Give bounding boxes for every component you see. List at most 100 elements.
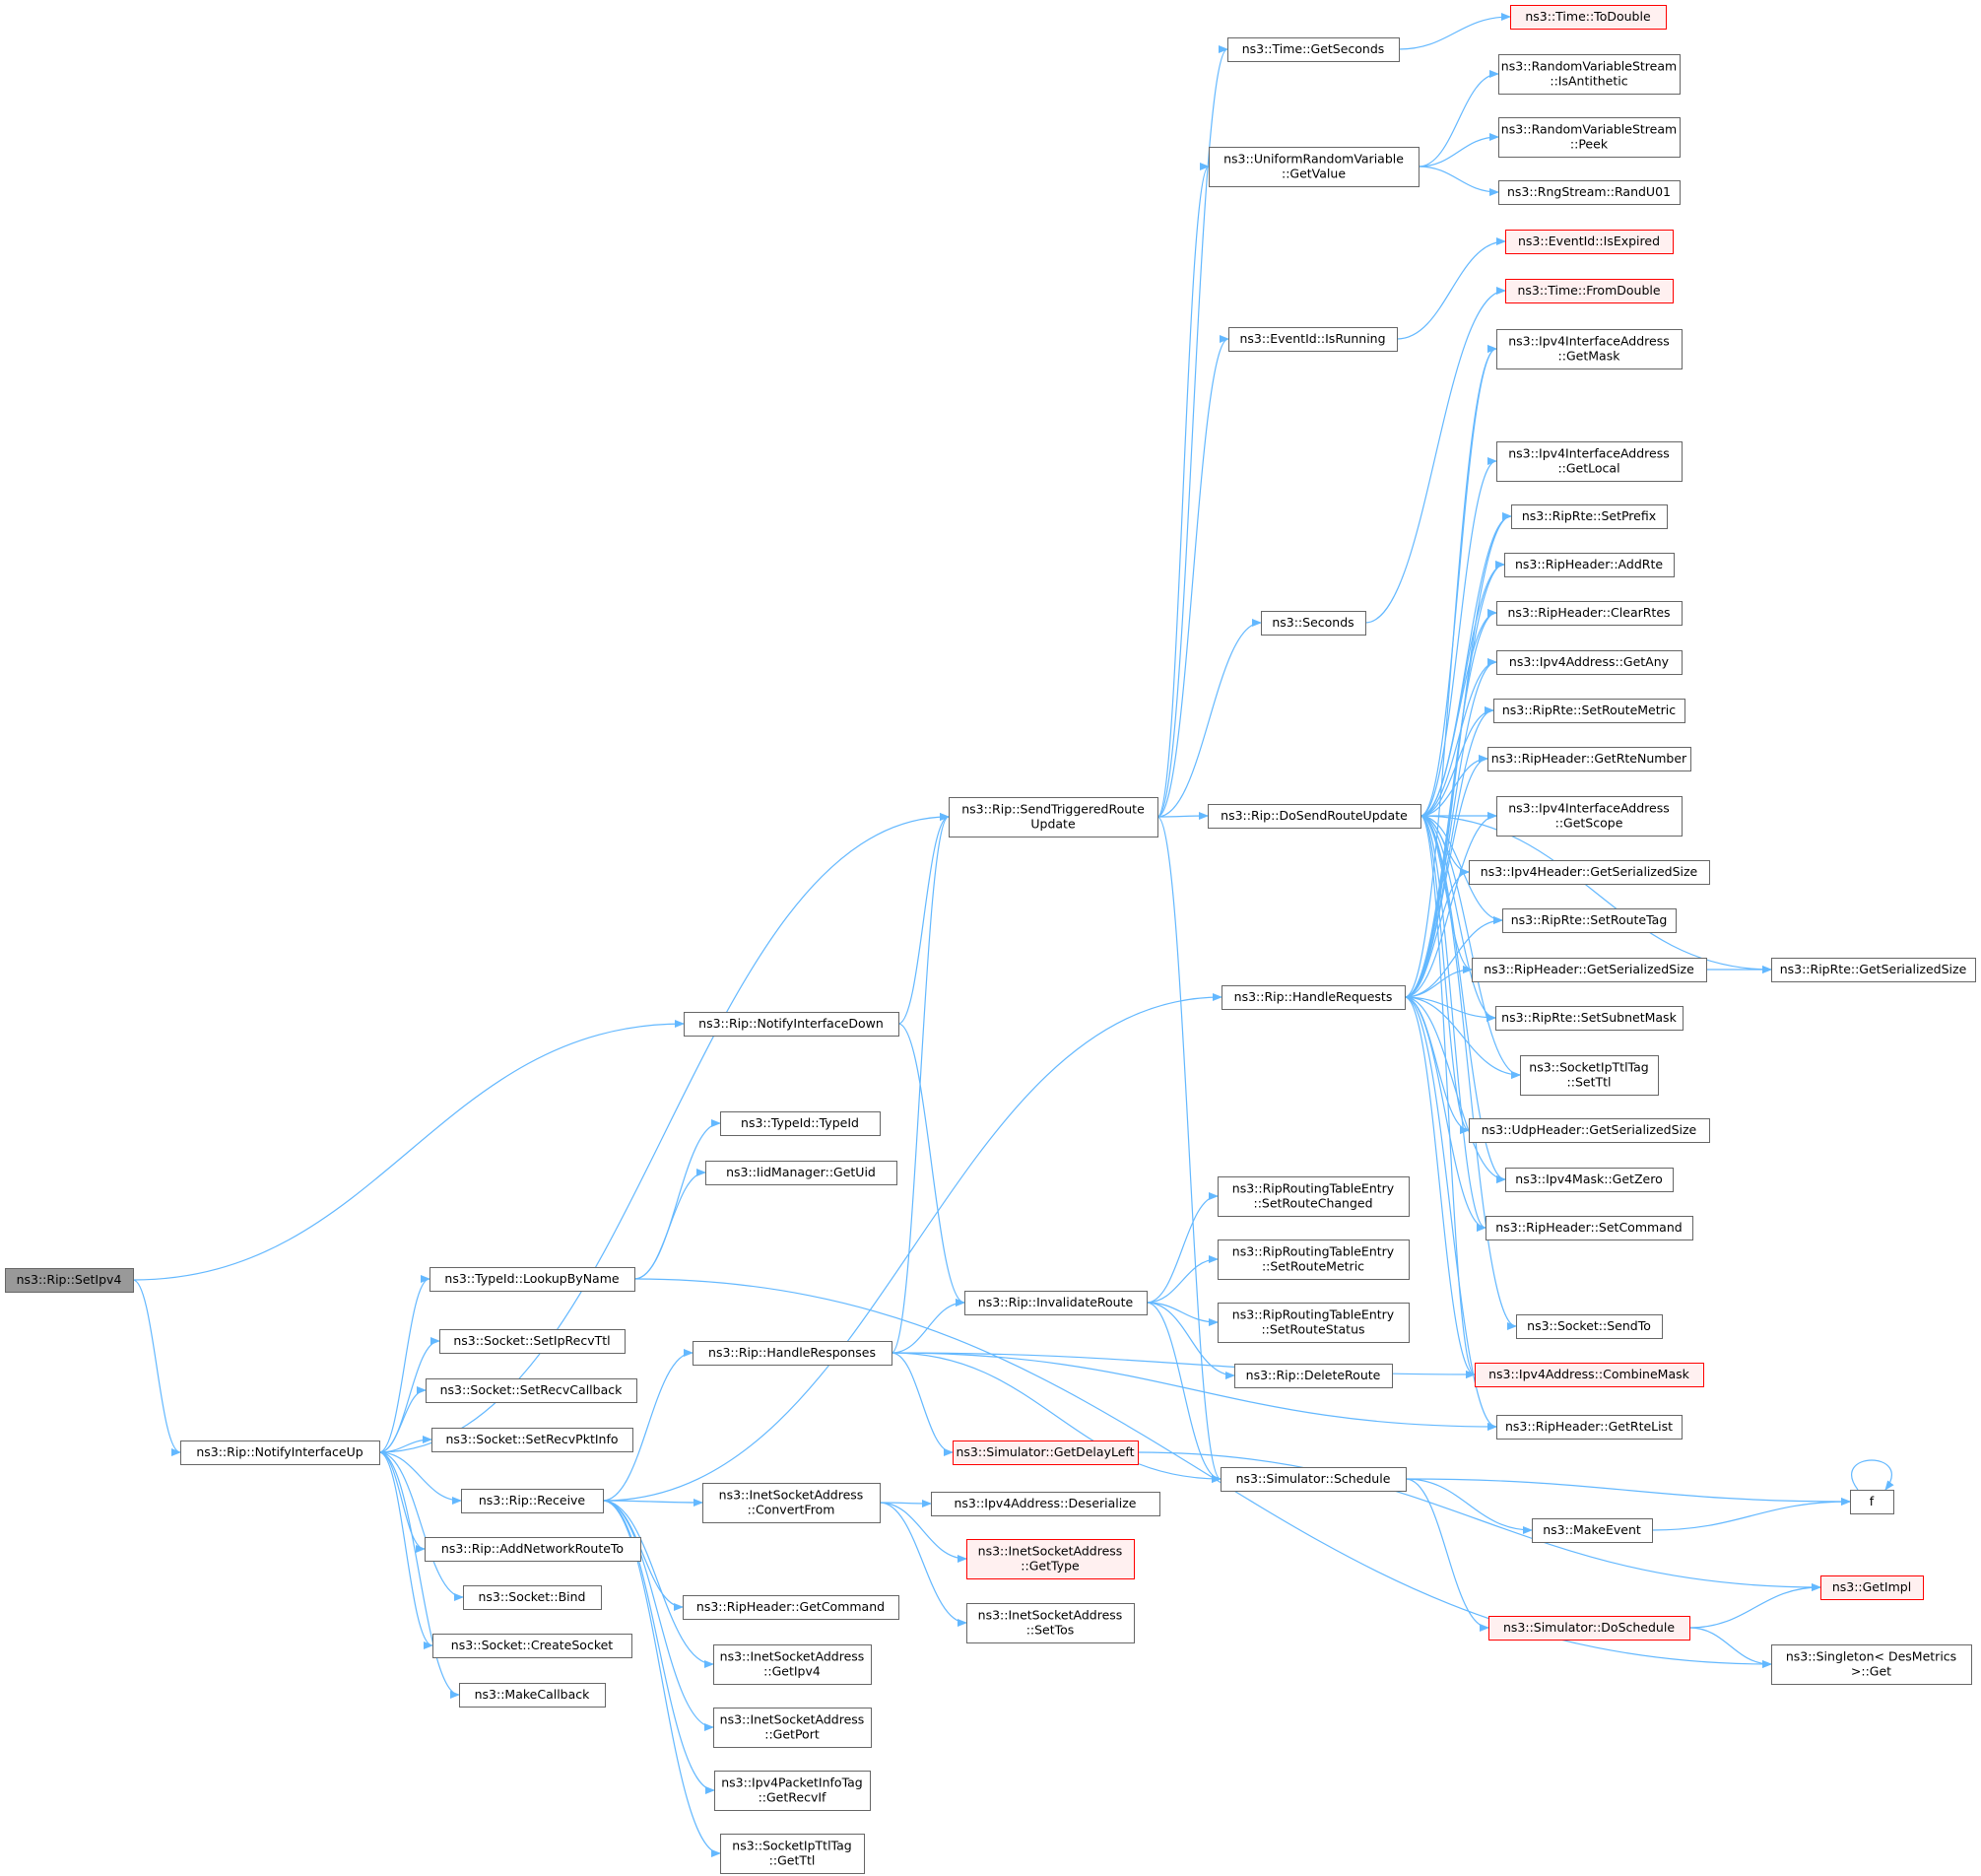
node-label-settos-0: ns3::InetSocketAddress [978, 1608, 1123, 1623]
edge-handleresp-to-getdelayleft [891, 1352, 954, 1456]
node-getlocal[interactable]: ns3::Ipv4InterfaceAddress::GetLocal [1496, 441, 1683, 482]
node-box-invalidate [964, 1291, 1148, 1315]
edge-invalidate-to-setroutemetric_e [1146, 1255, 1219, 1304]
node-udpserial[interactable]: ns3::UdpHeader::GetSerializedSize [1469, 1118, 1710, 1143]
edge-urvget-to-randu01 [1418, 166, 1499, 196]
node-label-isanti-0: ns3::RandomVariableStream [1501, 59, 1677, 74]
node-invalidate[interactable]: ns3::Rip::InvalidateRoute [964, 1291, 1148, 1315]
node-addnet[interactable]: ns3::Rip::AddNetworkRouteTo [425, 1537, 641, 1562]
node-todouble[interactable]: ns3::Time::ToDouble [1510, 5, 1667, 30]
node-doschedule[interactable]: ns3::Simulator::DoSchedule [1488, 1616, 1690, 1641]
node-getmask[interactable]: ns3::Ipv4InterfaceAddress::GetMask [1496, 329, 1683, 369]
node-rteserial[interactable]: ns3::RipRte::GetSerializedSize [1771, 958, 1976, 982]
node-makeevent[interactable]: ns3::MakeEvent [1532, 1518, 1653, 1543]
node-createsock[interactable]: ns3::Socket::CreateSocket [432, 1634, 632, 1658]
node-f[interactable]: f [1850, 1490, 1894, 1514]
node-getzero[interactable]: ns3::Ipv4Mask::GetZero [1505, 1168, 1674, 1192]
node-notifyup[interactable]: ns3::Rip::NotifyInterfaceUp [180, 1440, 380, 1465]
node-getrecvif[interactable]: ns3::Ipv4PacketInfoTag::GetRecvIf [714, 1771, 871, 1811]
node-isexpired[interactable]: ns3::EventId::IsExpired [1505, 230, 1674, 254]
node-sendto[interactable]: ns3::Socket::SendTo [1516, 1314, 1663, 1339]
edge-notifyup-to-lookup [378, 1275, 430, 1453]
node-setipv4[interactable]: ns3::Rip::SetIpv4 [5, 1268, 134, 1293]
node-label-getimpl-0: ns3::GetImpl [1832, 1579, 1911, 1594]
node-bind[interactable]: ns3::Socket::Bind [463, 1585, 602, 1610]
node-fromdouble[interactable]: ns3::Time::FromDouble [1505, 279, 1674, 303]
node-box-getport [713, 1708, 872, 1748]
node-clearrtes[interactable]: ns3::RipHeader::ClearRtes [1496, 601, 1683, 626]
node-label-createsock-0: ns3::Socket::CreateSocket [451, 1638, 614, 1652]
edge-receive-to-convfrom [602, 1498, 703, 1507]
node-receive[interactable]: ns3::Rip::Receive [461, 1489, 604, 1513]
node-setprefix[interactable]: ns3::RipRte::SetPrefix [1511, 504, 1668, 529]
node-isrunning[interactable]: ns3::EventId::IsRunning [1228, 327, 1398, 352]
node-lookup[interactable]: ns3::TypeId::LookupByName [429, 1267, 635, 1292]
node-ipv4serial[interactable]: ns3::Ipv4Header::GetSerializedSize [1469, 860, 1710, 885]
node-box-getimpl [1820, 1575, 1924, 1600]
node-setttl[interactable]: ns3::SocketIpTtlTag::SetTtl [1520, 1055, 1659, 1096]
node-setroutemetric[interactable]: ns3::RipRte::SetRouteMetric [1493, 699, 1685, 723]
node-setcommand[interactable]: ns3::RipHeader::SetCommand [1486, 1216, 1693, 1240]
node-randu01[interactable]: ns3::RngStream::RandU01 [1498, 180, 1681, 205]
node-getport[interactable]: ns3::InetSocketAddress::GetPort [713, 1708, 872, 1748]
node-label-getlocal-1: ::GetLocal [1557, 461, 1619, 476]
node-ripgetcmd[interactable]: ns3::RipHeader::GetCommand [683, 1595, 899, 1620]
node-setrecvcb[interactable]: ns3::Socket::SetRecvCallback [426, 1378, 637, 1403]
node-isanti[interactable]: ns3::RandomVariableStream::IsAntithetic [1498, 54, 1681, 95]
node-box-deleteroute [1234, 1364, 1393, 1388]
node-getrtelist[interactable]: ns3::RipHeader::GetRteList [1496, 1415, 1683, 1440]
edge-schedule-to-doschedule [1405, 1478, 1489, 1632]
node-box-ripgetcmd [683, 1595, 899, 1620]
node-box-f [1850, 1490, 1894, 1514]
node-getipv4[interactable]: ns3::InetSocketAddress::GetIpv4 [713, 1644, 872, 1685]
edge-handlereq-to-clearrtes [1404, 609, 1497, 998]
node-gettime[interactable]: ns3::Time::GetSeconds [1227, 37, 1400, 62]
node-layer: ns3::Rip::SetIpv4ns3::Rip::NotifyInterfa… [5, 5, 1976, 1874]
node-deserialize[interactable]: ns3::Ipv4Address::Deserialize [931, 1492, 1160, 1516]
node-box-ripserial [1472, 958, 1707, 982]
node-setrecvpkt[interactable]: ns3::Socket::SetRecvPktInfo [431, 1428, 633, 1452]
edge-setipv4-to-notifyup [132, 1279, 181, 1456]
node-getdelayleft[interactable]: ns3::Simulator::GetDelayLeft [953, 1440, 1139, 1465]
edge-lookup-to-singleton [633, 1278, 1772, 1668]
node-getimpl[interactable]: ns3::GetImpl [1820, 1575, 1924, 1600]
node-label-clearrtes-0: ns3::RipHeader::ClearRtes [1507, 605, 1670, 620]
node-setroutemetric_e[interactable]: ns3::RipRoutingTableEntry::SetRouteMetri… [1218, 1240, 1410, 1280]
node-convfrom[interactable]: ns3::InetSocketAddress::ConvertFrom [702, 1483, 881, 1523]
node-box-getrtelist [1496, 1415, 1683, 1440]
node-handlereq[interactable]: ns3::Rip::HandleRequests [1222, 985, 1406, 1010]
edge-handlereq-to-udpserial [1404, 996, 1470, 1134]
node-setroutechanged[interactable]: ns3::RipRoutingTableEntry::SetRouteChang… [1218, 1176, 1410, 1217]
node-setroutetag[interactable]: ns3::RipRte::SetRouteTag [1502, 908, 1677, 933]
node-deleteroute[interactable]: ns3::Rip::DeleteRoute [1234, 1364, 1393, 1388]
node-handleresp[interactable]: ns3::Rip::HandleResponses [693, 1341, 892, 1366]
node-urvget[interactable]: ns3::UniformRandomVariable::GetValue [1209, 147, 1420, 187]
node-setroutestatus[interactable]: ns3::RipRoutingTableEntry::SetRouteStatu… [1218, 1303, 1410, 1343]
node-getttl[interactable]: ns3::SocketIpTtlTag::GetTtl [720, 1834, 865, 1874]
node-dosend[interactable]: ns3::Rip::DoSendRouteUpdate [1208, 804, 1421, 829]
node-makecb[interactable]: ns3::MakeCallback [459, 1683, 606, 1708]
node-box-settos [966, 1603, 1135, 1643]
node-setiprecvttl[interactable]: ns3::Socket::SetIpRecvTtl [439, 1329, 626, 1354]
node-iidmgr[interactable]: ns3::IidManager::GetUid [705, 1161, 897, 1185]
edge-f-to-f [1851, 1459, 1894, 1491]
node-peek[interactable]: ns3::RandomVariableStream::Peek [1498, 117, 1681, 158]
node-singleton[interactable]: ns3::Singleton< DesMetrics >::Get [1771, 1644, 1972, 1685]
node-box-handlereq [1222, 985, 1406, 1010]
node-schedule[interactable]: ns3::Simulator::Schedule [1221, 1467, 1407, 1492]
node-getrtenumber[interactable]: ns3::RipHeader::GetRteNumber [1487, 747, 1691, 771]
node-ripserial[interactable]: ns3::RipHeader::GetSerializedSize [1472, 958, 1707, 982]
node-seconds[interactable]: ns3::Seconds [1261, 611, 1366, 636]
node-settos[interactable]: ns3::InetSocketAddress::SetTos [966, 1603, 1135, 1643]
node-label-setipv4-0: ns3::Rip::SetIpv4 [17, 1272, 122, 1287]
node-setsubnet[interactable]: ns3::RipRte::SetSubnetMask [1495, 1006, 1684, 1031]
node-getany[interactable]: ns3::Ipv4Address::GetAny [1496, 650, 1683, 675]
node-getscope[interactable]: ns3::Ipv4InterfaceAddress::GetScope [1496, 796, 1683, 837]
node-addrte[interactable]: ns3::RipHeader::AddRte [1504, 553, 1675, 577]
node-box-gettype [966, 1539, 1135, 1579]
node-combinemask[interactable]: ns3::Ipv4Address::CombineMask [1475, 1363, 1704, 1387]
node-gettype[interactable]: ns3::InetSocketAddress::GetType [966, 1539, 1135, 1579]
node-notifydown[interactable]: ns3::Rip::NotifyInterfaceDown [684, 1012, 899, 1037]
node-typeid[interactable]: ns3::TypeId::TypeId [720, 1111, 881, 1136]
